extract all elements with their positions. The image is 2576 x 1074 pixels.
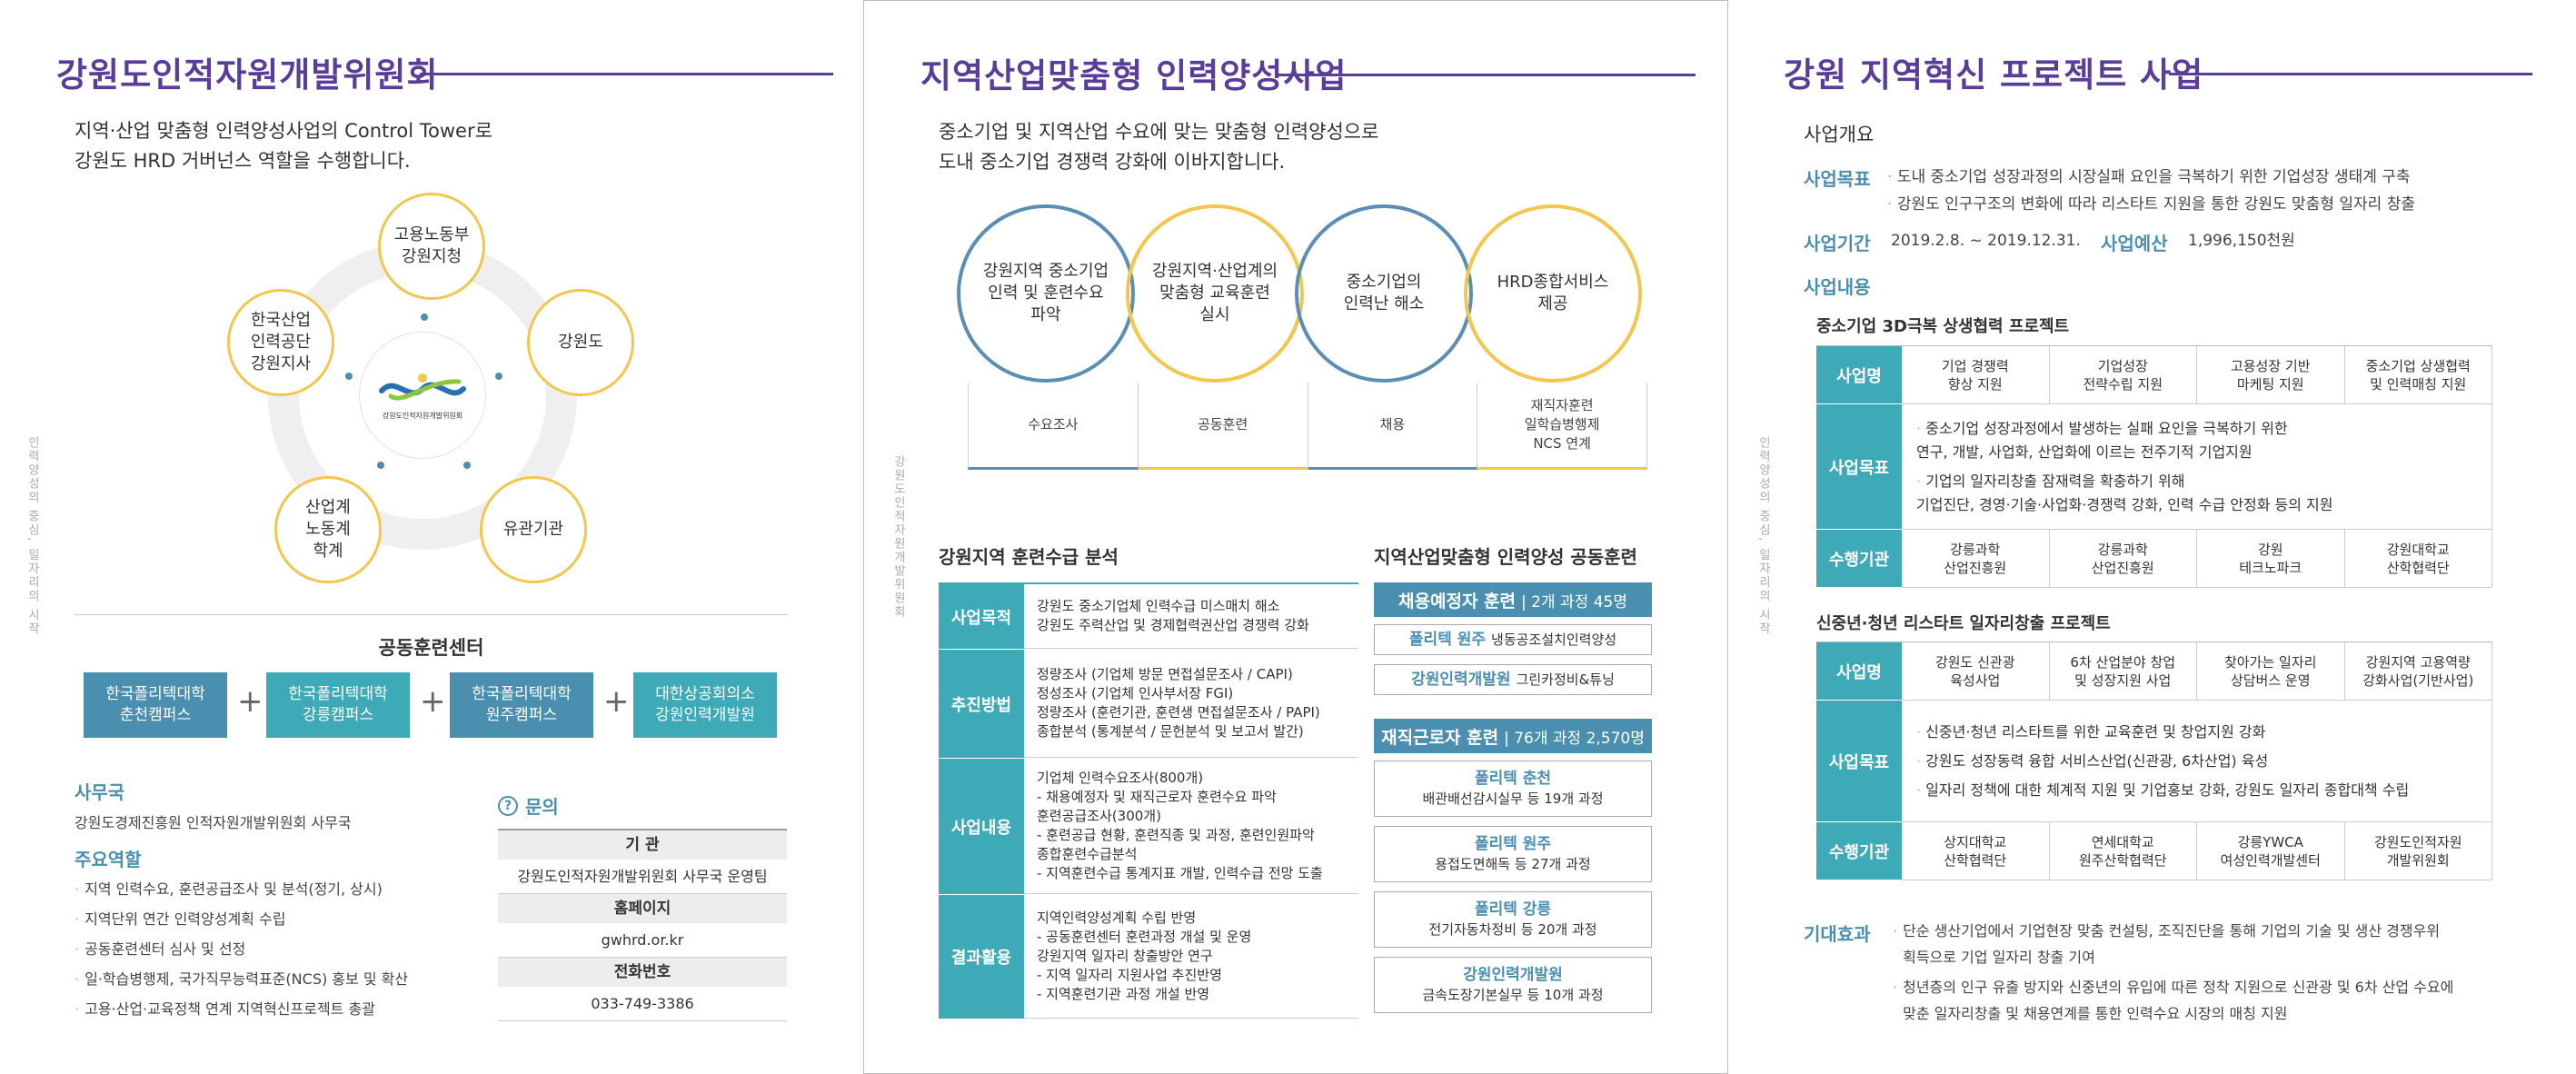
center-box-chamber: 대한상공회의소 강원인력개발원 [633,672,777,738]
phone-number: 033-749-3386 [498,987,787,1021]
joint-training-heading: 지역산업맞춤형 인력양성 공동훈련 [1374,546,1637,568]
connector-dot [463,462,471,469]
analysis-heading: 강원지역 훈련수급 분석 [939,546,1119,568]
list-item: ·청년층의 인구 유출 방지와 신중년의 유입에 따른 정착 지원으로 신관광 … [1893,979,2454,1022]
panel3-vertical-text: 인력양성의 중심, 일자리의 시작 [1756,436,1770,636]
circle-labor-ministry: 고용노동부 강원지청 [378,193,485,300]
circle-demand-survey: 강원지역 중소기업 인력 및 훈련수요 파악 [957,204,1135,383]
panel3-title-line [2169,73,2532,75]
analysis-table: 사업목적 강원도 중소기업체 인력수급 미스매치 해소 강원도 주력산업 및 경… [939,582,1358,1019]
budget-value: 1,996,150천원 [2188,232,2295,250]
question-icon: ? [498,795,518,816]
table-row: 사업내용 기업체 인력수요조사(800개) - 채용예정자 및 재직근로자 훈련… [939,759,1358,895]
circle-hrd-korea: 한국산업 인력공단 강원지사 [227,289,334,396]
circle-shortage-solve: 중소기업의 인력난 해소 [1295,204,1473,383]
roles-heading: 주요역할 [75,849,142,870]
list-item: ·지역단위 연간 인력양성계획 수립 [75,910,286,928]
table-row: 결과활용 지역인력양성계획 수립 반영 - 공동훈련센터 훈련과정 개설 및 운… [939,895,1358,1019]
effect-label: 기대효과 [1804,923,1871,945]
center-box-chuncheon: 한국폴리텍대학 춘천캠퍼스 [84,672,227,738]
connector-dot [495,373,502,380]
divider [75,614,788,615]
list-item: · 도내 중소기업 성장과정의 시장실패 요인을 극복하기 위한 기업성장 생태… [1887,168,2411,186]
project1-title: 중소기업 3D극복 상생협력 프로젝트 [1816,317,2070,336]
goal-list: · 도내 중소기업 성장과정의 시장실패 요인을 극복하기 위한 기업성장 생태… [1887,164,2415,218]
project1-table: 사업명 기업 경쟁력 향상 지원 기업성장 전략수립 지원 고용성장 기반 마케… [1816,345,2492,588]
list-item: ·일·학습병행제, 국가직무능력표준(NCS) 홍보 및 확산 [75,970,409,988]
roles-list: ·지역 인력수요, 훈련공급조사 및 분석(정기, 상시) ·지역단위 연간 인… [75,874,408,1024]
circle-industry-labor-academia: 산업계 노동계 학계 [274,476,382,583]
project2-title: 신중년·청년 리스타트 일자리창출 프로젝트 [1816,614,2111,633]
panel1-intro: 지역·산업 맞춤형 인력양성사업의 Control Tower로 강원도 HRD… [75,120,492,172]
list-item: · 일자리 정책에 대한 체계적 지원 및 기업홍보 강화, 강원도 일자리 종… [1916,781,2410,799]
budget-label: 사업예산 [2101,233,2168,254]
period-label: 사업기간 [1804,233,1871,254]
panel2-vertical-text: 강원도인적자원개발위원회 [891,455,905,619]
panel2-title-line [1276,74,1696,76]
list-item: ·공동훈련센터 심사 및 선정 [75,940,246,958]
effect-list: ·단순 생산기업에서 기업현장 맞춤 컨설팅, 조직진단을 통해 기업의 기술 … [1893,918,2547,1027]
list-item: ·고용·산업·교육정책 연계 지역혁신프로젝트 총괄 [75,1000,375,1018]
homepage-link[interactable]: gwhrd.or.kr [498,923,787,958]
step-label: 채용 [1308,383,1478,470]
list-item: ·단순 생산기업에서 기업현장 맞춤 컨설팅, 조직진단을 통해 기업의 기술 … [1893,922,2441,966]
table-row: 추진방법 정량조사 (기업체 방문 면접설문조사 / CAPI) 정성조사 (기… [939,650,1358,759]
step-label: 수요조사 [968,383,1139,470]
panel1-title: 강원도인적자원개발위원회 [56,55,439,94]
panel2-title: 지역산업맞춤형 인력양성사업 [920,56,1348,95]
employee-training-bar: 재직근로자 훈련| 76개 과정 2,570명 [1374,719,1652,753]
list-item: · 강원도 인구구조의 변화에 따라 리스타트 지원을 통한 강원도 맞춤형 일… [1887,195,2415,214]
circle-gangwon-province: 강원도 [527,289,634,396]
panel1-title-line [420,73,833,75]
infinity-logo-icon [379,373,466,400]
project2-table: 사업명 강원도 신관광 육성사업 6차 산업분야 창업 및 성장지원 사업 찾아… [1816,641,2492,880]
goal-label: 사업목표 [1804,168,1871,190]
table-row: 사업목적 강원도 중소기업체 인력수급 미스매치 해소 강원도 주력산업 및 경… [939,584,1358,650]
panel1-vertical-text: 인력양성의 중심, 일자리의 시작 [25,436,39,636]
plus-sign: + [237,683,264,720]
connector-dot [377,462,384,469]
period-value: 2019.2.8. ~ 2019.12.31. [1891,232,2081,250]
step-label: 재직자훈련 일학습병행제 NCS 연계 [1477,383,1647,470]
content-label: 사업내용 [1804,276,1871,298]
list-item: · 기업의 일자리창출 잠재력을 확충하기 위해 기업진단, 경영·기술·사업화… [1916,472,2333,513]
list-item: · 신중년·청년 리스타트를 위한 교육훈련 및 창업지원 강화 [1916,722,2266,741]
circle-custom-training: 강원지역·산업계의 맞춤형 교육훈련 실시 [1126,204,1304,383]
list-item: · 강원도 성장동력 융합 서비스산업(신관광, 6차산업) 육성 [1916,751,2269,770]
hire-training-bar: 채용예정자 훈련| 2개 과정 45명 [1374,582,1652,617]
connector-dot [421,313,428,321]
steps-row: 수요조사 공동훈련 채용 재직자훈련 일학습병행제 NCS 연계 [968,383,1647,470]
list-item: ·지역 인력수요, 훈련공급조사 및 분석(정기, 상시) [75,880,383,898]
panel-innovation-project: 강원 지역혁신 프로젝트 사업 인력양성의 중심, 일자리의 시작 사업개요 사… [1731,0,2576,1074]
circle-hrd-service: HRD종합서비스 제공 [1464,204,1642,383]
center-box-wonju: 한국폴리텍대학 원주캠퍼스 [450,672,593,738]
contact-table: 기 관 강원도인적자원개발위원회 사무국 운영팀 홈페이지 gwhrd.or.k… [498,829,787,1021]
contact-heading: ? 문의 [498,792,559,819]
center-box-gangneung: 한국폴리텍대학 강릉캠퍼스 [266,672,410,738]
circle-related-orgs: 유관기관 [480,476,587,583]
step-label: 공동훈련 [1138,383,1308,470]
joint-center-heading: 공동훈련센터 [378,637,484,659]
plus-sign: + [603,683,630,720]
overview-heading: 사업개요 [1804,124,1875,145]
connector-dot [345,373,353,380]
office-text: 강원도경제진흥원 인적자원개발위원회 사무국 [75,814,352,831]
office-heading: 사무국 [75,781,125,803]
center-logo: 강원도인적자원개발위원회 [359,332,486,459]
list-item: · 중소기업 성장과정에서 발생하는 실패 요인을 극복하기 위한 연구, 개발… [1916,419,2288,461]
panel-hrd-committee: 강원도인적자원개발위원회 지역·산업 맞춤형 인력양성사업의 Control T… [0,0,859,1074]
panel3-title: 강원 지역혁신 프로젝트 사업 [1784,55,2204,94]
panel2-intro: 중소기업 및 지역산업 수요에 맞는 맞춤형 인력양성으로 도내 중소기업 경쟁… [939,121,1379,173]
plus-sign: + [420,683,446,720]
panel-regional-training: 지역산업맞춤형 인력양성사업 중소기업 및 지역산업 수요에 맞는 맞춤형 인력… [863,0,1728,1074]
